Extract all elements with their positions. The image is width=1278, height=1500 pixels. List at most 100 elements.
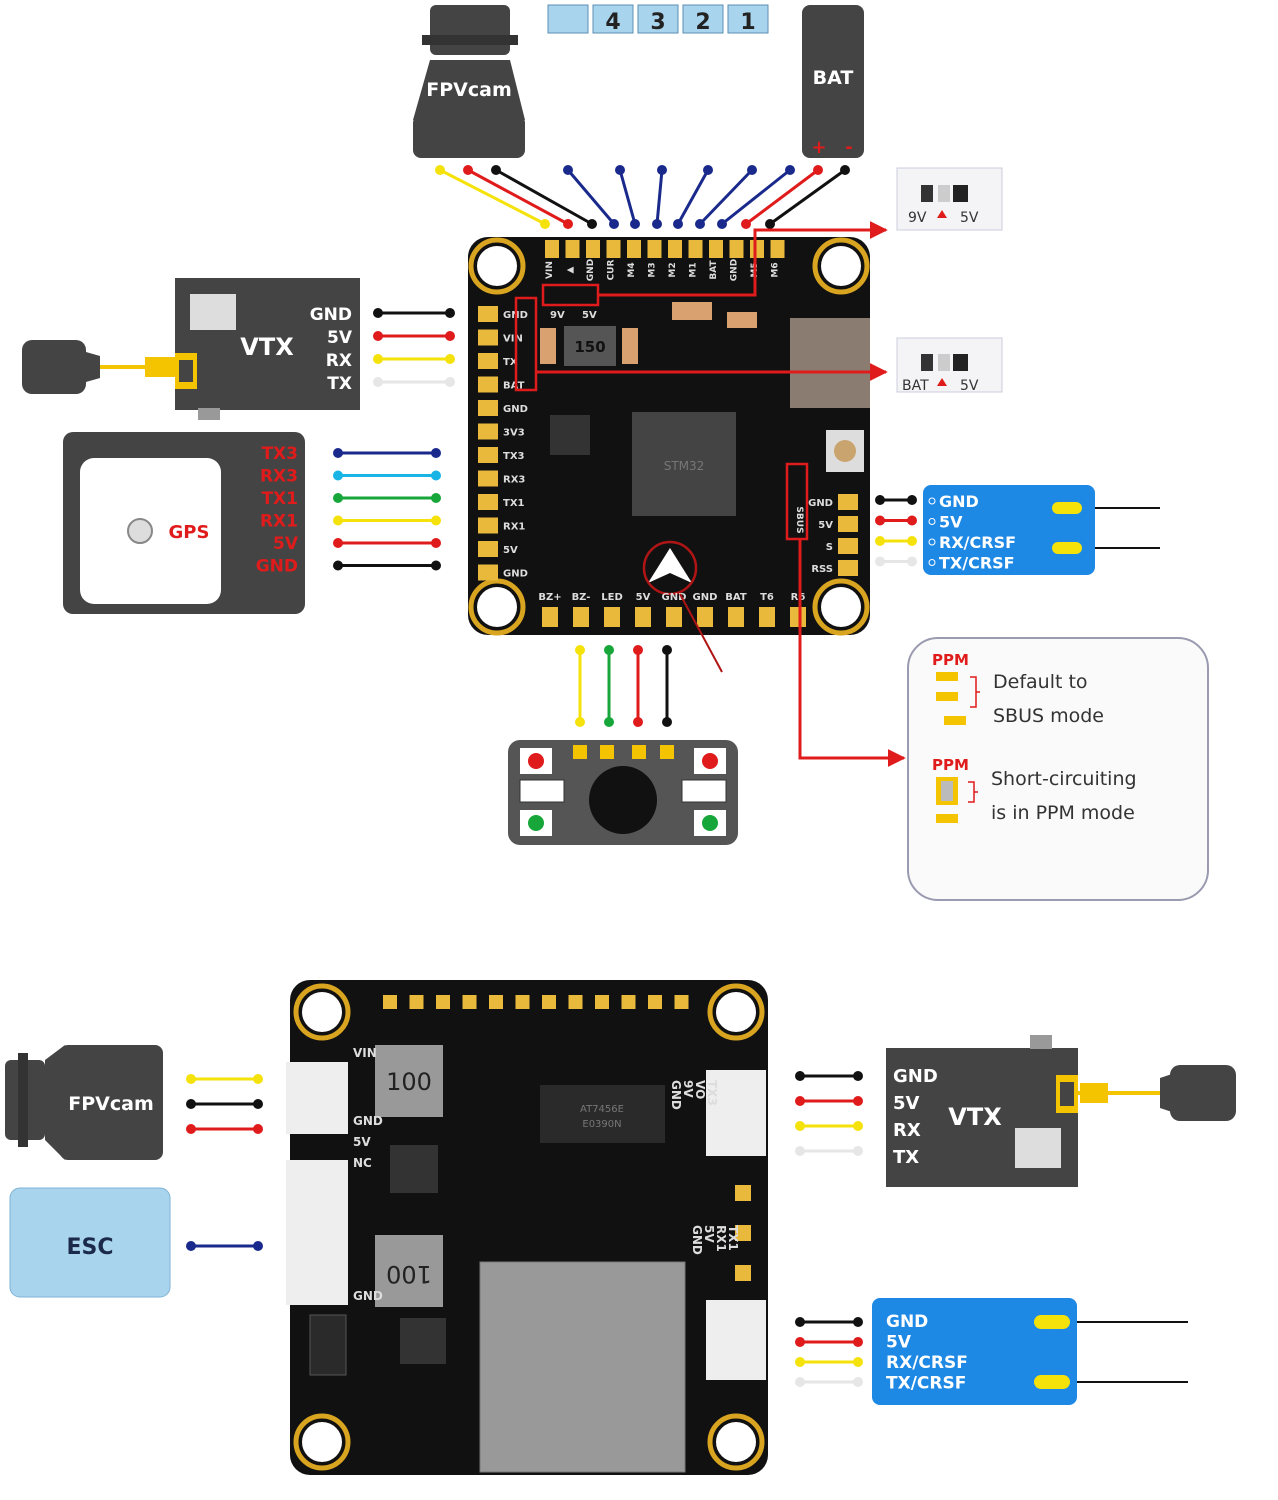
wire-end: [445, 331, 455, 341]
wire-end: [907, 495, 917, 505]
wire: [698, 168, 754, 226]
pad-label: VIN: [503, 334, 523, 345]
wire-end: [253, 1241, 263, 1251]
wire-end: [373, 377, 383, 387]
pad: [478, 423, 498, 440]
pad: [478, 376, 498, 393]
wire-end: [662, 717, 672, 727]
vtx-pin-label: GND: [310, 305, 352, 325]
gps-label: GPS: [169, 522, 210, 543]
wire-end: [431, 515, 441, 526]
wire-end: [840, 165, 850, 175]
jumper-right-label: 5V: [960, 378, 979, 394]
pad: [688, 240, 703, 258]
board-label: 9V: [681, 1080, 695, 1098]
wire-end: [604, 645, 614, 655]
receiver-pin-label: TX/CRSF: [939, 554, 1015, 573]
svg-text:STM32: STM32: [664, 459, 705, 473]
gps-pin-label: 5V: [273, 534, 299, 554]
fpvcam-bottom: FPVcam: [5, 1045, 163, 1160]
receiver-pin-label: 5V: [886, 1333, 912, 1353]
chip-text-1: AT7456E: [580, 1104, 624, 1115]
wire-end: [795, 1377, 805, 1387]
pad-label: M2: [668, 262, 678, 277]
wire-end: [813, 165, 823, 175]
wire-end: [853, 1357, 863, 1367]
pad-label: BAT: [503, 381, 525, 392]
motor-slot: [682, 4, 724, 34]
pad: [635, 607, 651, 627]
pad: [735, 1225, 751, 1241]
mounting-hole-center: [302, 1422, 342, 1462]
wire-end: [186, 1241, 196, 1251]
wire-end: [875, 495, 885, 505]
mounting-hole: [812, 578, 870, 636]
board-label: VO: [693, 1080, 707, 1099]
motor-slot-label: 3: [650, 10, 665, 35]
wire-end: [253, 1124, 263, 1134]
pad-label: T6: [760, 592, 774, 603]
battery-plus: +: [811, 137, 826, 158]
pad-label: M4: [627, 262, 637, 277]
pad-label: TX3: [503, 451, 525, 462]
pad-label: RX1: [503, 522, 525, 533]
mounting-hole-center: [477, 246, 517, 286]
pad: [729, 240, 744, 258]
pad: [542, 607, 558, 627]
wire-end: [875, 536, 885, 546]
pad: [621, 995, 636, 1009]
esc-label: ESC: [66, 1235, 113, 1260]
pad-label: BAT: [709, 260, 719, 280]
battery: BAT + -: [802, 5, 864, 158]
wire: [566, 169, 616, 225]
battery-label: BAT: [813, 67, 854, 89]
pad-label: 5V: [636, 592, 651, 603]
wire-end: [575, 717, 585, 727]
pad-label: 5V: [503, 545, 518, 556]
wire: [495, 168, 593, 226]
wire-end: [875, 556, 885, 567]
wire: [745, 168, 819, 226]
wire-end: [673, 219, 683, 229]
receiver-pin-label: GND: [939, 492, 979, 511]
mounting-hole: [468, 237, 526, 295]
pad: [545, 240, 559, 258]
ppm-default-line2: SBUS mode: [993, 705, 1104, 727]
vtx-pin-label: TX: [893, 1147, 919, 1168]
receiver-pin-label: 5V: [939, 513, 963, 532]
vtx-pin-label: 5V: [893, 1093, 920, 1114]
ppm-short-tag: PPM: [932, 756, 969, 774]
wire-end: [431, 493, 441, 503]
pin-dot: [928, 497, 936, 505]
wire-end: [795, 1317, 805, 1327]
pad: [586, 240, 600, 258]
wire-end: [333, 448, 343, 458]
gps-pin-label: RX3: [260, 467, 298, 487]
pad-label: BAT: [725, 592, 747, 603]
pad: [750, 240, 764, 258]
wire-end: [717, 219, 727, 229]
wire-end: [587, 219, 597, 229]
wire-end: [652, 219, 662, 229]
chip-text-2: E0390N: [582, 1119, 621, 1130]
pad: [759, 607, 775, 627]
pad-label: S: [826, 542, 833, 553]
pad: [735, 1185, 751, 1201]
gps-pin-label: TX3: [261, 444, 298, 464]
pad: [489, 995, 503, 1009]
pad-label: M1: [689, 262, 699, 277]
osd-board: 100 100 AT7456E E0390N VINGND5VNCGNDGND9…: [286, 980, 768, 1475]
wire-end: [853, 1337, 863, 1347]
wire-end: [186, 1099, 196, 1109]
mounting-hole: [812, 237, 870, 295]
pad-label: GND: [586, 259, 596, 281]
pad: [478, 447, 498, 463]
pad-label: GND: [693, 592, 718, 603]
pin-dot: [928, 538, 936, 546]
pad-label: RSS: [811, 564, 833, 575]
pad: [478, 564, 498, 581]
